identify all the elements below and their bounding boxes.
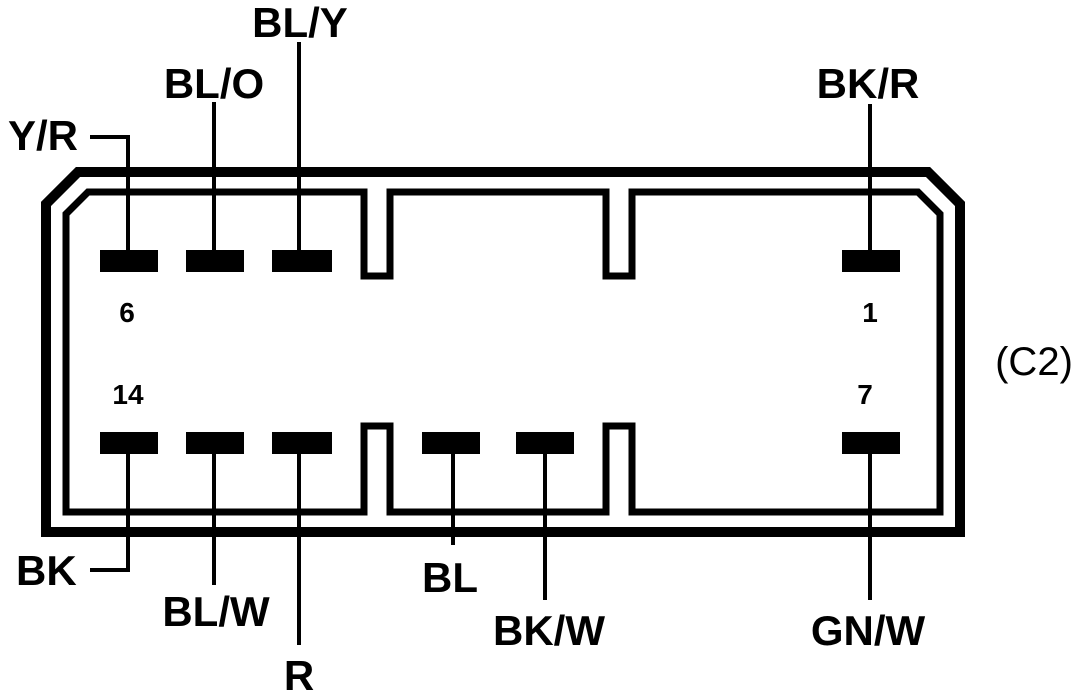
terminal-top-3	[272, 250, 332, 272]
terminal-pin-7	[842, 432, 900, 454]
terminal-top-2	[186, 250, 244, 272]
pin-number-top-right: 1	[862, 297, 878, 328]
terminal-pin-1	[842, 250, 900, 272]
wire-label-bottom-4: BL	[422, 554, 478, 601]
terminal-pin-14	[100, 432, 158, 454]
leader-bottom-1	[90, 452, 130, 572]
terminal-bottom-5	[516, 432, 574, 454]
wire-label-bottom-5: BK/W	[493, 607, 605, 654]
wire-label-bottom-1: BK	[16, 547, 77, 594]
terminal-bottom-2	[186, 432, 244, 454]
terminal-bottom-4	[422, 432, 480, 454]
wire-label-top-1: Y/R	[8, 112, 78, 159]
connector-housing-outer	[41, 167, 965, 537]
pin-number-top-left: 6	[119, 297, 135, 328]
wire-label-top-2: BL/O	[164, 60, 264, 107]
pin-number-bottom-left: 14	[112, 379, 144, 410]
connector-housing-inner	[62, 188, 944, 516]
terminal-bottom-3	[272, 432, 332, 454]
connector-id-label: (C2)	[995, 340, 1073, 384]
wire-label-bottom-3: R	[284, 652, 314, 698]
wire-label-top-3: BL/Y	[252, 0, 348, 46]
wire-label-top-4: BK/R	[817, 60, 920, 107]
leader-top-1	[90, 135, 130, 252]
wire-label-bottom-6: GN/W	[811, 607, 926, 654]
pin-number-bottom-right: 7	[857, 379, 873, 410]
wire-label-bottom-2: BL/W	[162, 588, 270, 635]
terminal-pin-6	[100, 250, 158, 272]
